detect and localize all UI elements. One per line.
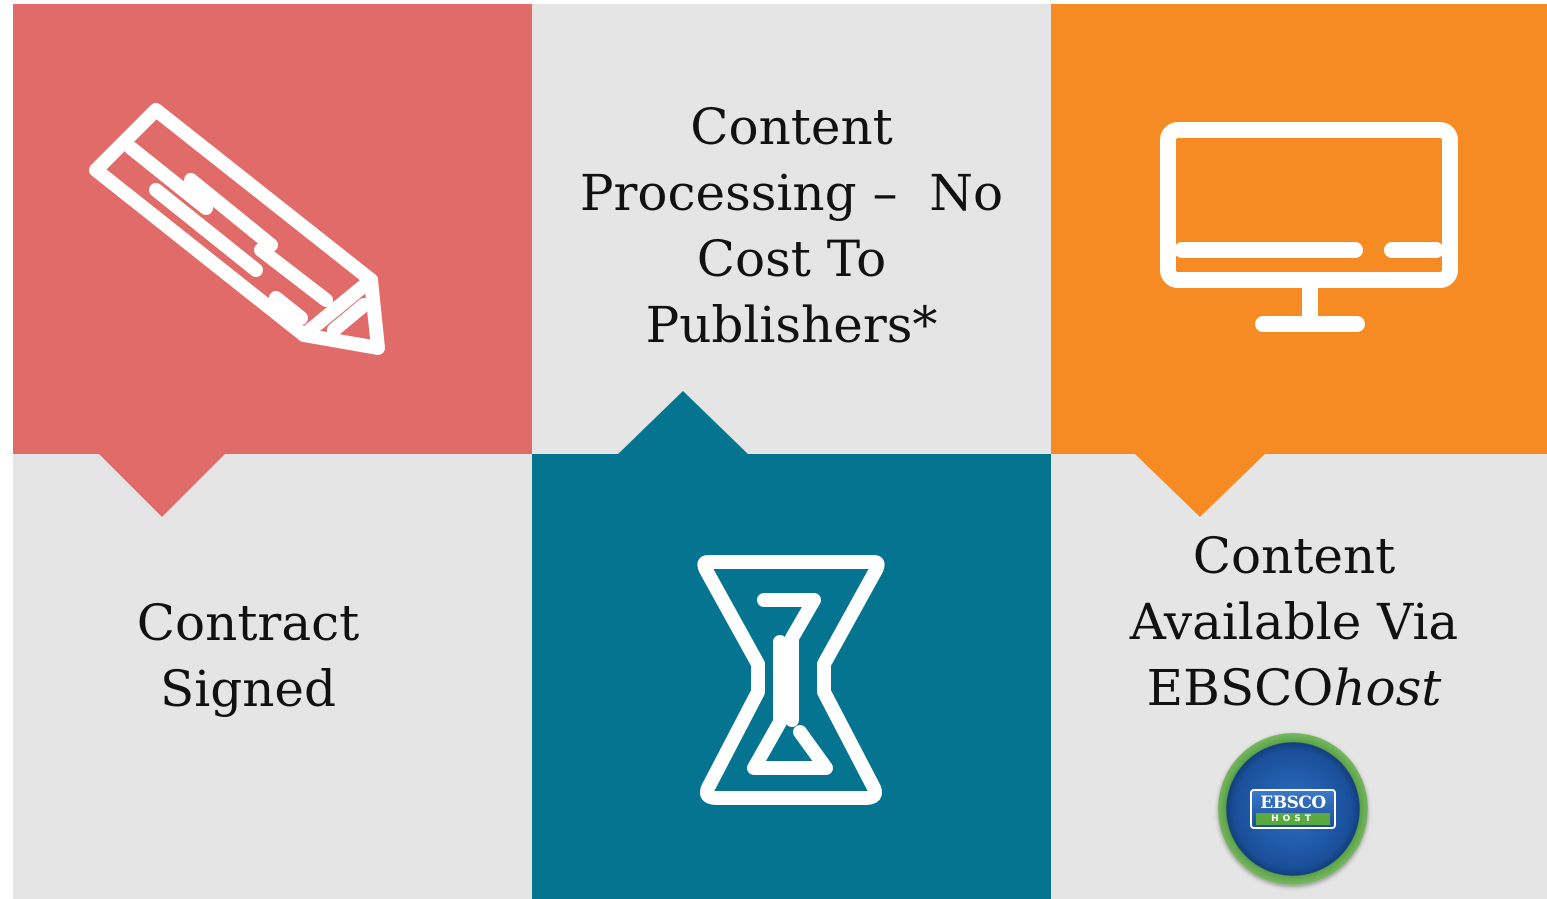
step-processing-title: Content Processing – No Cost To Publishe… [532,94,1051,358]
step-available-line-2: Available Via [1129,593,1459,651]
step-contract-line-2: Signed [159,660,337,718]
pointer-processing [617,391,749,455]
ebscohost-logo-sub: HOST [1256,813,1330,825]
step-processing-line-1: Content [690,98,893,156]
step-processing-line-3: Cost To [696,230,887,288]
step-available-line-3: EBSCOhost [1051,655,1537,721]
pointer-contract [98,453,226,517]
step-available-line-3-italic: host [1333,659,1442,717]
ebscohost-logo: EBSCO HOST [1218,733,1368,885]
step-contract-title: Contract Signed [13,590,483,722]
panel-processing-text [532,4,1051,454]
step-processing-line-4: Publishers* [645,296,938,354]
ebscohost-logo-plate: EBSCO HOST [1250,789,1336,829]
step-contract-line-1: Contract [136,594,360,652]
pointer-available [1134,453,1266,517]
step-available-title: Content Available Via EBSCOhost [1051,523,1537,721]
monitor-icon [1160,122,1458,332]
hourglass-icon [697,555,885,805]
panel-contract-icon [13,4,532,454]
pencil-icon [89,103,385,355]
step-available-line-1: Content [1192,527,1396,585]
step-available-line-3-main: EBSCO [1146,659,1334,717]
panel-available-icon [1051,4,1547,454]
step-processing-line-2: Processing – No [579,164,1004,222]
panel-contract-text [13,454,532,899]
ebscohost-logo-word: EBSCO [1260,793,1326,813]
